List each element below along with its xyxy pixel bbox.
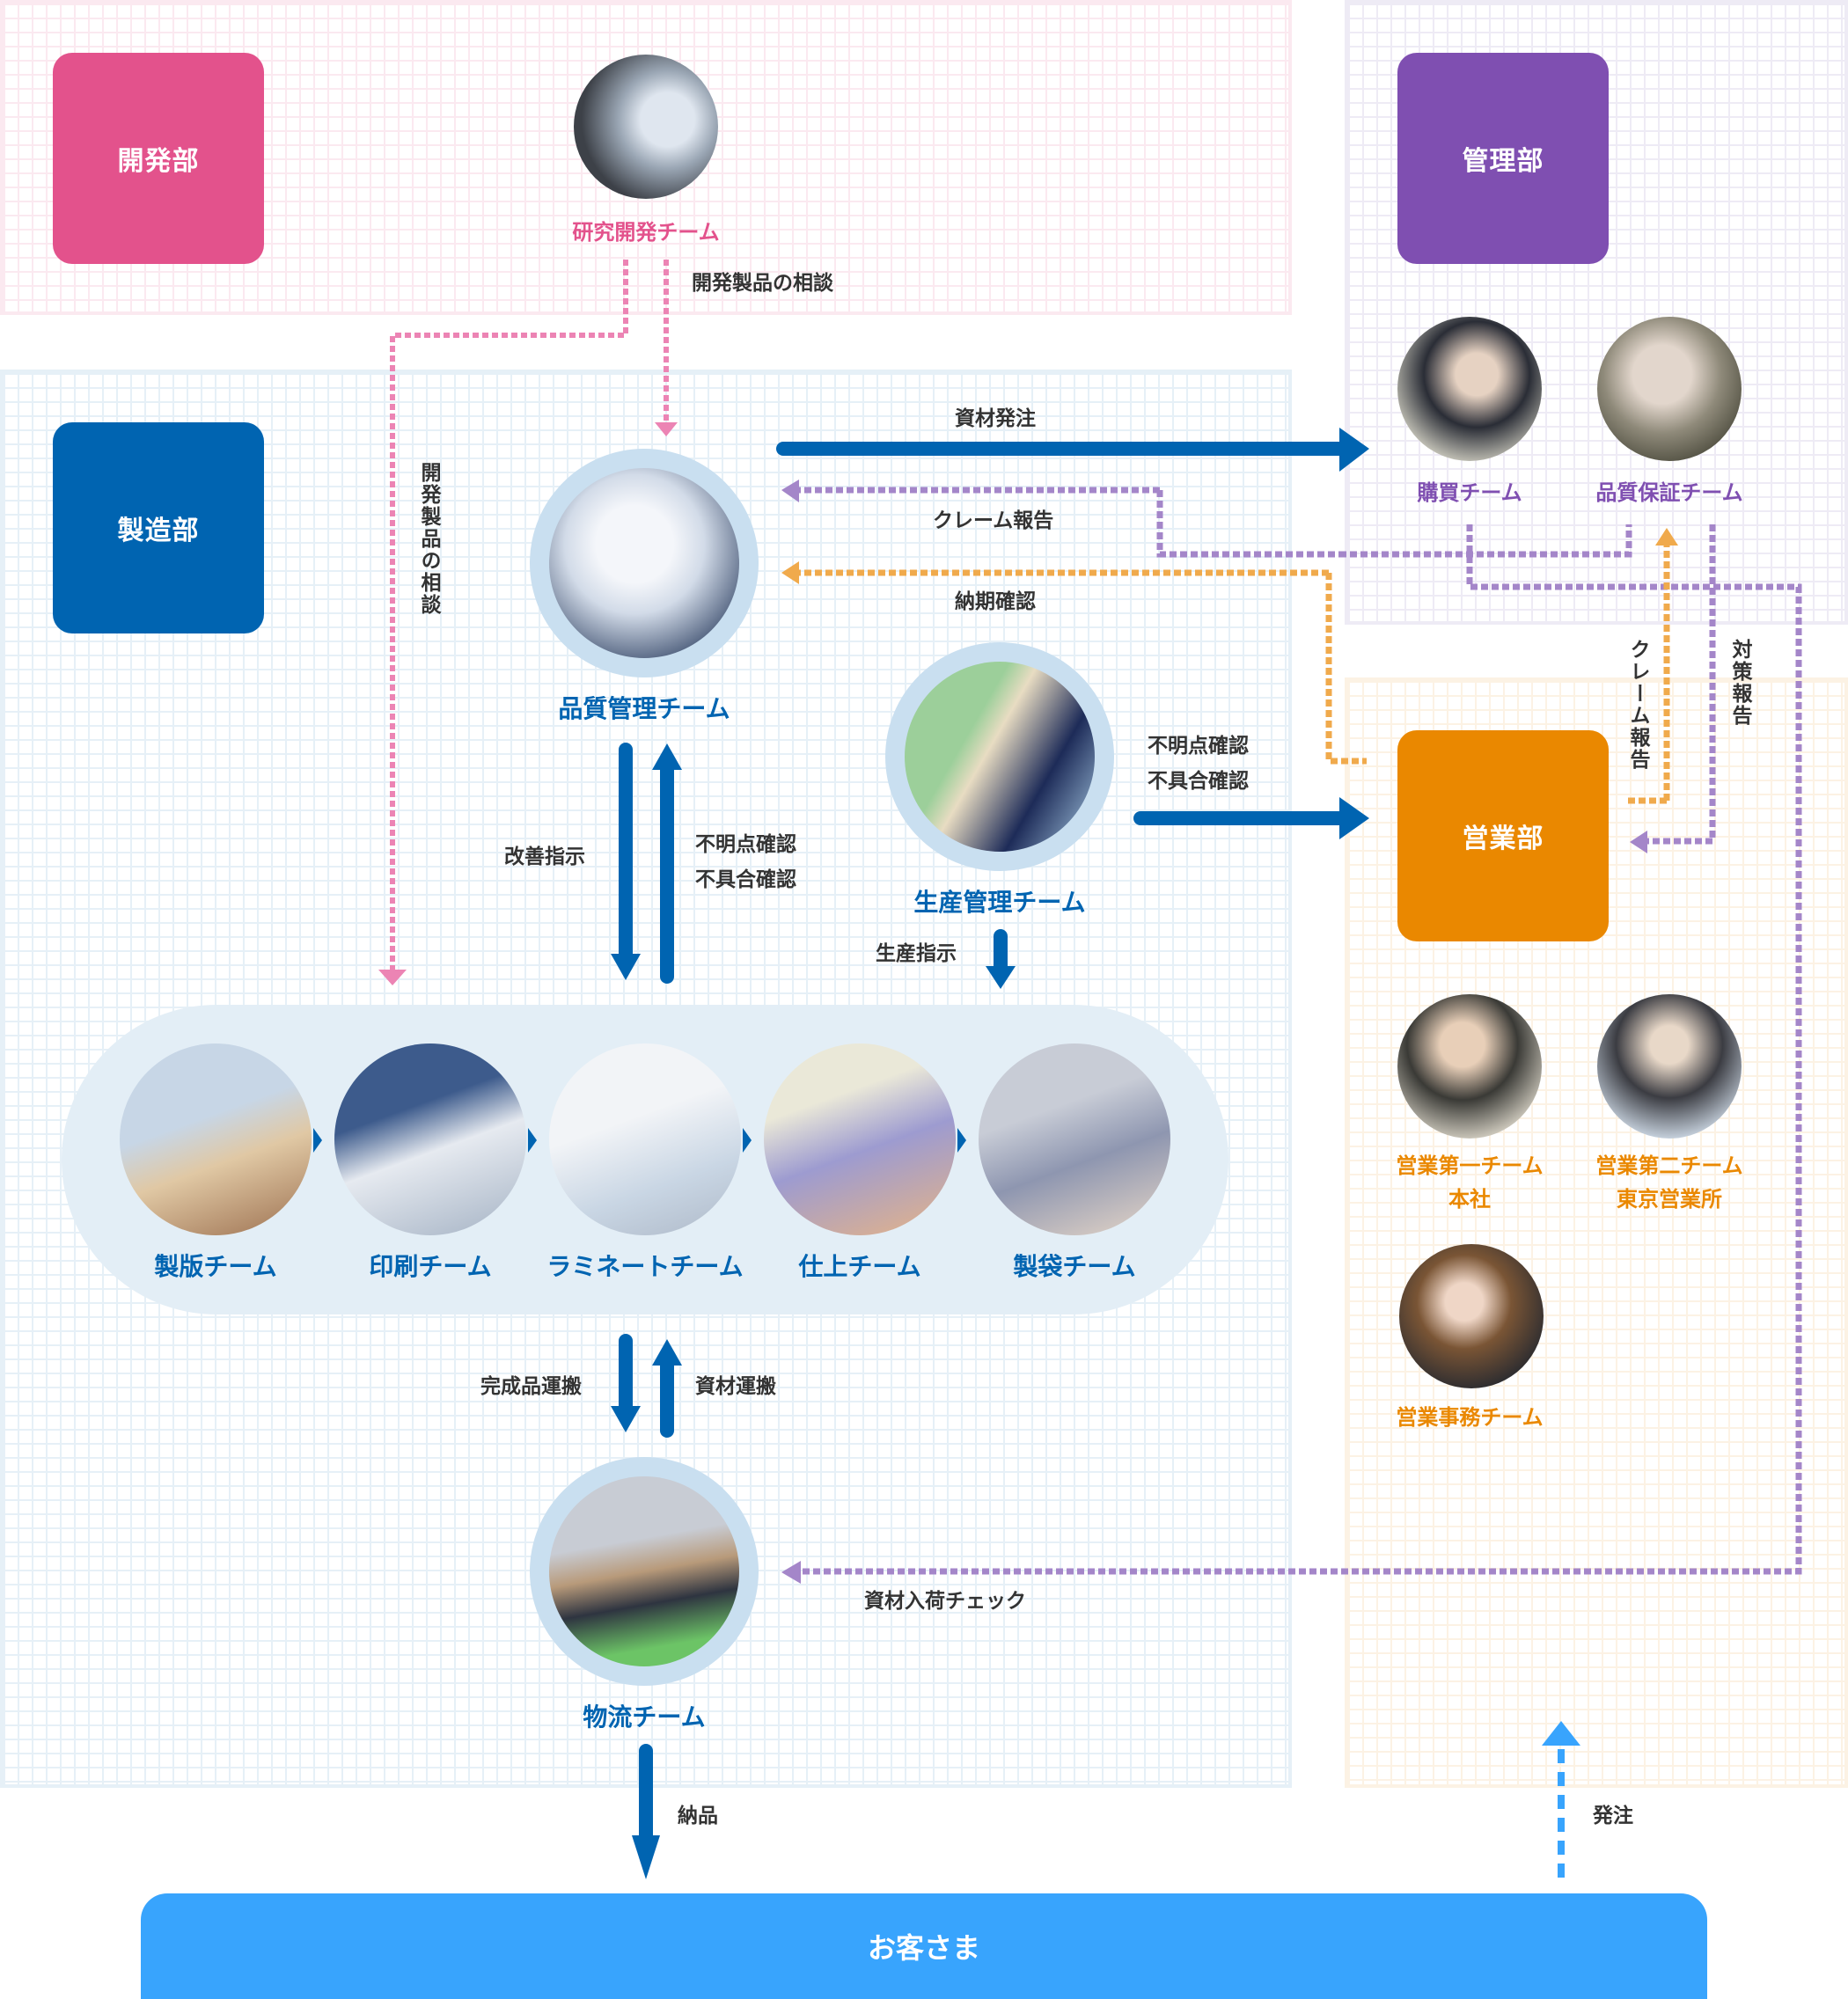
dept-development-label: 開発部 xyxy=(117,146,200,177)
dept-manufacturing: 製造部 xyxy=(53,422,264,633)
material-transport-note: 資材運搬 xyxy=(695,1375,776,1398)
production-control-photo xyxy=(905,662,1095,852)
process-step-label: 仕上チーム xyxy=(798,1252,921,1281)
dev-consult-note: 開発製品の相談 xyxy=(692,272,833,295)
purchasing-photo xyxy=(1397,317,1542,461)
delivery-check-note: 納期確認 xyxy=(955,590,1036,613)
customer-bar: お客さま xyxy=(141,1893,1707,1999)
quality-assurance-photo xyxy=(1597,317,1742,461)
quality-assurance-label: 品質保証チーム xyxy=(1595,480,1743,505)
finished-transport-note: 完成品運搬 xyxy=(480,1375,582,1398)
prod-inquiry-note: 不明点確認 不具合確認 xyxy=(1148,729,1249,799)
improvement-note: 改善指示 xyxy=(504,846,585,868)
order-note: 発注 xyxy=(1593,1805,1633,1827)
dept-administration: 管理部 xyxy=(1397,53,1609,264)
logistics-photo xyxy=(549,1476,739,1666)
dept-development: 開発部 xyxy=(53,53,264,264)
process-step-label: 製袋チーム xyxy=(1013,1252,1136,1281)
claim-report-vertical-note: クレーム報告 xyxy=(1626,639,1649,771)
sales2-label: 営業第二チーム 東京営業所 xyxy=(1564,1149,1775,1216)
process-step-photo-laminating xyxy=(549,1043,741,1235)
process-step-photo-bagmaking xyxy=(979,1043,1170,1235)
dev-consult-vertical-note: 開発製品の相談 xyxy=(417,462,440,616)
process-step-label: 印刷チーム xyxy=(369,1252,492,1281)
prod-inquiry-note-line1: 不明点確認 xyxy=(1148,735,1249,758)
dept-manufacturing-label: 製造部 xyxy=(117,516,200,546)
process-step-label: ラミネートチーム xyxy=(546,1252,744,1281)
production-control-label: 生産管理チーム xyxy=(913,888,1086,917)
dept-administration-label: 管理部 xyxy=(1462,146,1544,177)
delivery-arrowhead xyxy=(632,1835,660,1879)
logistics-label: 物流チーム xyxy=(583,1702,706,1732)
inquiry-note-line2: 不具合確認 xyxy=(695,868,796,891)
material-arrival-check-note: 資材入荷チェック xyxy=(864,1590,1026,1613)
process-step-photo-printing xyxy=(334,1043,526,1235)
prod-inquiry-note-line2: 不具合確認 xyxy=(1148,770,1249,793)
process-step-label: 製版チーム xyxy=(154,1252,277,1281)
sales1-label: 営業第一チーム 本社 xyxy=(1373,1149,1566,1216)
process-step-photo-finishing xyxy=(764,1043,956,1235)
sales1-label-line1: 営業第一チーム xyxy=(1396,1153,1544,1178)
customer-label: お客さま xyxy=(867,1931,980,1965)
process-step-photo-platemaking xyxy=(120,1043,312,1235)
countermeasure-report-note: 対策報告 xyxy=(1728,639,1751,727)
inquiry-note: 不明点確認 不具合確認 xyxy=(695,827,796,897)
inquiry-note-line1: 不明点確認 xyxy=(695,833,796,856)
sales1-photo xyxy=(1397,994,1542,1139)
production-order-note: 生産指示 xyxy=(876,942,957,965)
sales2-label-line2: 東京営業所 xyxy=(1617,1187,1722,1212)
rnd-team-photo xyxy=(574,55,718,199)
sales-admin-label: 営業事務チーム xyxy=(1396,1405,1544,1430)
sales1-label-line2: 本社 xyxy=(1448,1187,1491,1212)
claim-report-note: クレーム報告 xyxy=(933,509,1054,532)
delivery-note: 納品 xyxy=(678,1805,718,1827)
dept-sales-label: 営業部 xyxy=(1462,824,1544,854)
sales2-label-line1: 営業第二チーム xyxy=(1595,1153,1743,1178)
sales2-photo xyxy=(1597,994,1742,1139)
purchasing-label: 購買チーム xyxy=(1417,480,1522,505)
dept-sales: 営業部 xyxy=(1397,730,1609,941)
rnd-team-label: 研究開発チーム xyxy=(572,220,720,245)
material-order-note: 資材発注 xyxy=(955,407,1036,430)
sales-admin-photo xyxy=(1399,1244,1544,1388)
quality-control-photo xyxy=(549,468,739,658)
quality-control-label: 品質管理チーム xyxy=(558,694,730,723)
